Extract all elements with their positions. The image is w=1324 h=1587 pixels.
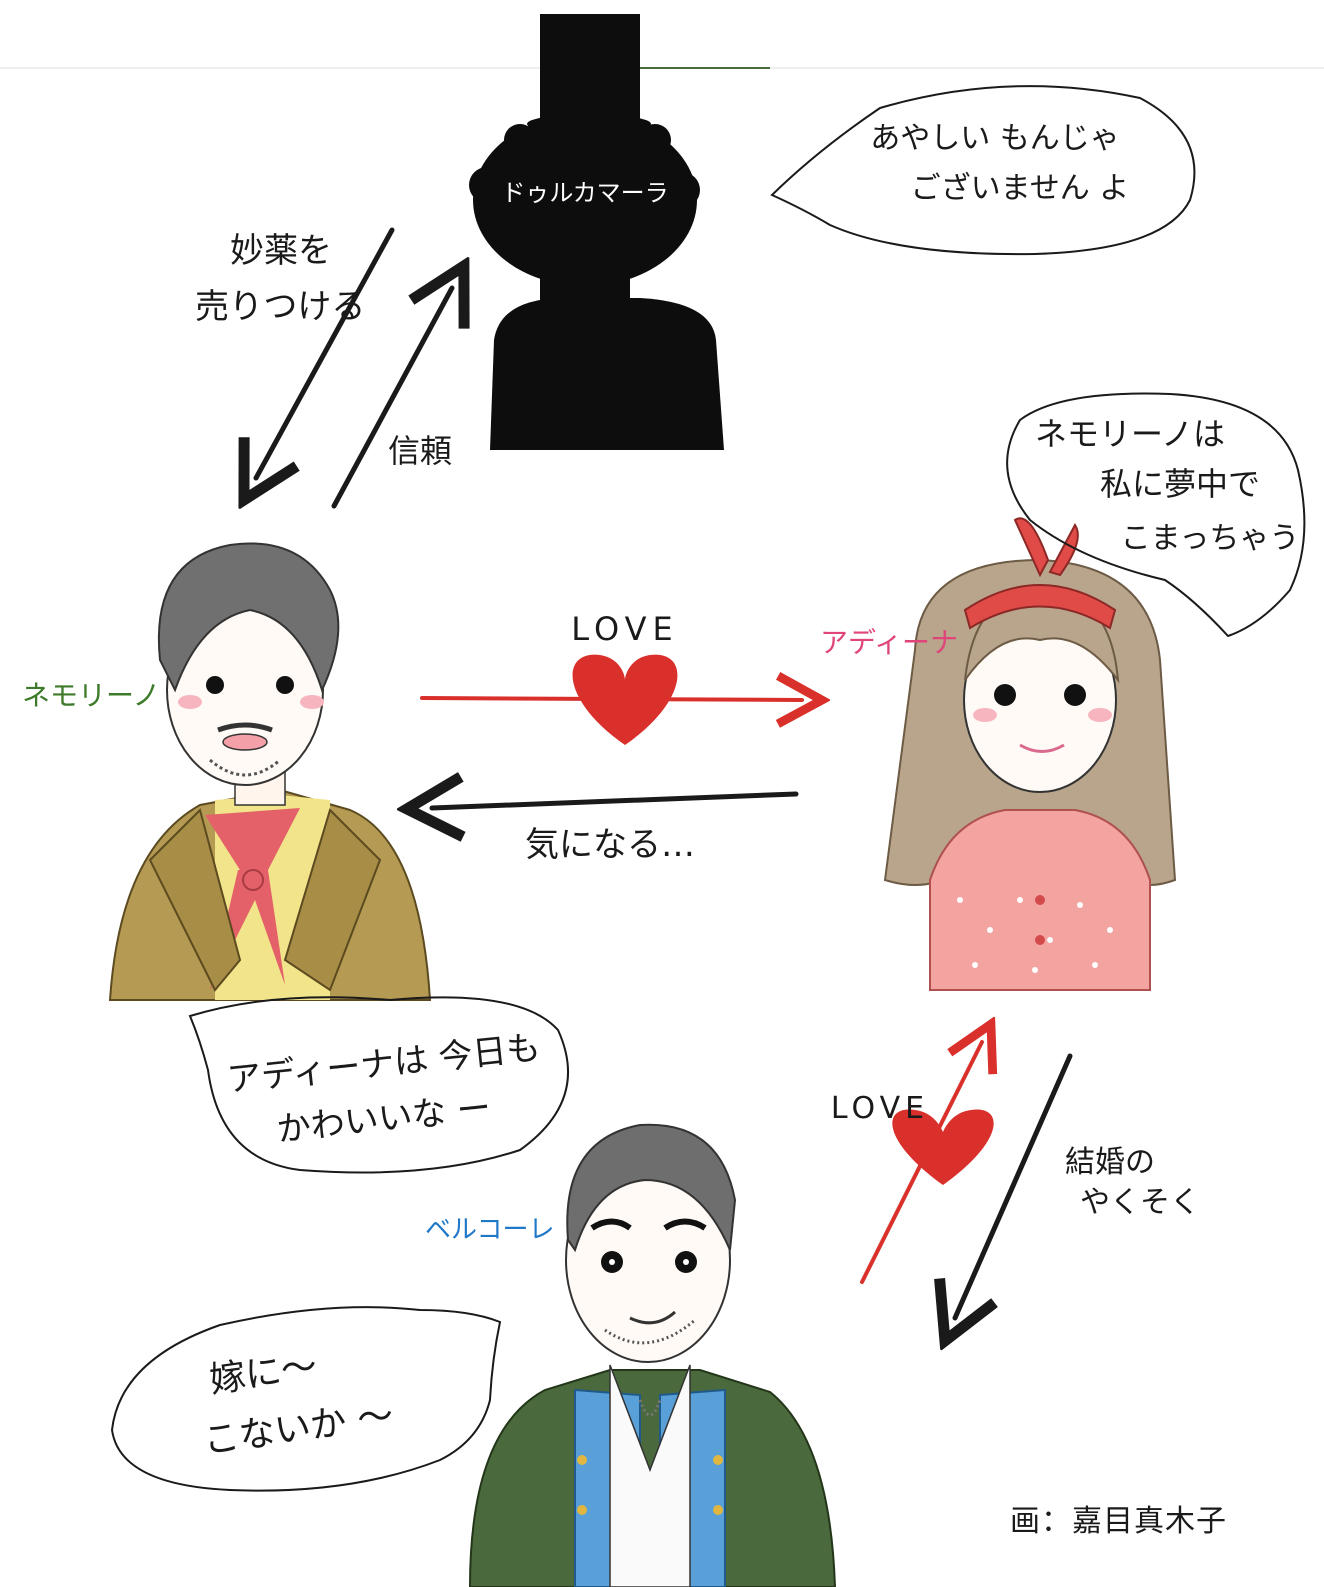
arrow-nemorino-to-dulcamara — [331, 288, 452, 509]
belcore-speech-bubble — [110, 1306, 502, 1492]
belcore-figure — [468, 1123, 837, 1587]
nemorino-speech-line-1: アディーナは 今日も — [225, 1028, 542, 1101]
belcore-speech-line-1: 嫁に〜 — [207, 1346, 320, 1402]
love-label-top: LOVE — [571, 610, 678, 648]
arrow-adina-to-nemorino — [432, 794, 799, 808]
nemorino-speech-line-2: かわいいな ー — [275, 1088, 493, 1150]
nemorino-figure — [108, 542, 432, 1001]
adina-name: アディーナ — [820, 626, 958, 659]
love-heart-bottom — [892, 1109, 994, 1185]
illustration-credit: 画：嘉目真木子 — [1010, 1504, 1227, 1539]
dulcamara-name: ドゥルカマーラ — [501, 179, 668, 207]
love-label-bottom: LOVE — [831, 1091, 929, 1126]
label-engagement-1: 結婚の — [1065, 1145, 1155, 1180]
dulcamara-speech-bubble — [770, 85, 1196, 256]
label-trust: 信頼 — [388, 432, 452, 470]
label-curious: 気になる… — [525, 825, 695, 865]
label-engagement-2: やくそく — [1080, 1185, 1200, 1220]
belcore-name: ベルコーレ — [425, 1215, 554, 1245]
adina-speech-line-3: こまっちゃう — [1121, 521, 1300, 556]
dulcamara-figure — [469, 14, 724, 450]
adina-speech-line-1: ネモリーノは — [1035, 415, 1225, 453]
nemorino-name: ネモリーノ — [22, 679, 160, 712]
adina-speech-line-2: 私に夢中で — [1100, 465, 1260, 503]
adina-speech-bubble — [1006, 392, 1306, 638]
arrow-dulcamara-to-nemorino — [256, 227, 395, 478]
adina-figure — [883, 517, 1177, 991]
label-sell-potion-2: 売りつける — [195, 287, 365, 327]
label-sell-potion-1: 妙薬を — [230, 231, 332, 271]
nemorino-speech-bubble — [188, 996, 570, 1174]
dulcamara-speech-line-1: あやしい もんじゃ — [870, 121, 1120, 156]
arrow-adina-to-belcore — [955, 1053, 1073, 1318]
dulcamara-speech-line-2: ございません よ — [911, 171, 1130, 206]
love-heart-top — [572, 654, 678, 745]
belcore-speech-line-2: こないか 〜 — [201, 1395, 396, 1462]
